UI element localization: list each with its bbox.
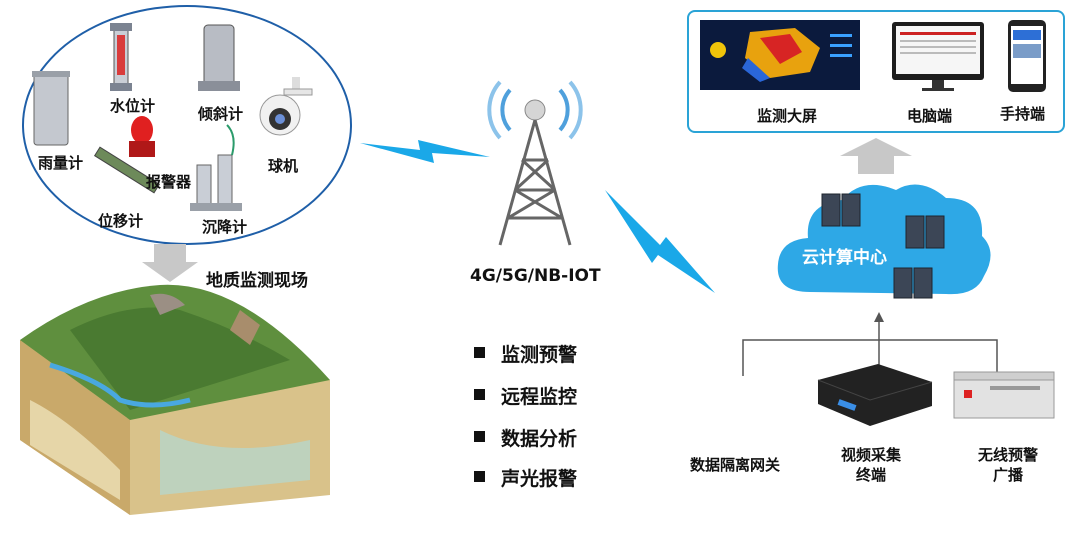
rain-gauge-icon (32, 71, 70, 146)
bullet-square-icon (474, 471, 485, 482)
site-title: 地质监测现场 (206, 271, 308, 291)
feature-text: 数据分析 (501, 428, 578, 450)
broadcast-label-line2: 广播 (992, 466, 1023, 484)
display-devices (700, 20, 1046, 92)
alarm-light-icon (129, 116, 155, 157)
handheld-label: 手持端 (1000, 105, 1046, 123)
sensor-illustrations (32, 23, 313, 211)
video-terminal-label-line2: 终端 (855, 466, 886, 484)
down-arrow-icon (142, 244, 198, 282)
feature-item: 声光报警 (474, 464, 577, 491)
displacement-sensor-icon (93, 146, 161, 194)
feature-text: 监测预警 (501, 344, 578, 366)
dome-camera-icon (259, 77, 313, 136)
water-level-gauge-icon (110, 23, 132, 91)
video-terminal-label: 视频采集 终端 (836, 445, 906, 485)
terrain-illustration (20, 284, 330, 515)
feature-text: 声光报警 (501, 468, 578, 490)
settlement-label: 沉降计 (202, 218, 248, 236)
bullet-square-icon (474, 347, 485, 358)
settlement-meter-icon (190, 124, 242, 211)
rain-gauge-label: 雨量计 (38, 154, 84, 172)
broadcast-label-line1: 无线预警 (977, 446, 1038, 464)
alarm-label: 报警器 (146, 173, 192, 191)
feature-item: 监测预警 (474, 340, 577, 367)
cloud-icon (777, 184, 991, 299)
feature-item: 远程监控 (474, 382, 577, 409)
video-terminal-label-line1: 视频采集 (840, 446, 901, 464)
big-screen-label: 监测大屏 (757, 107, 818, 125)
bullet-square-icon (474, 389, 485, 400)
water-level-label: 水位计 (110, 97, 156, 115)
broadcast-device-icon (953, 371, 1055, 419)
connector-lines (742, 312, 998, 376)
displacement-label: 位移计 (98, 212, 144, 230)
feature-item: 数据分析 (474, 424, 577, 451)
tilt-label: 倾斜计 (198, 105, 244, 123)
pc-label: 电脑端 (907, 107, 953, 125)
cloud-label: 云计算中心 (802, 248, 887, 268)
server-icon (821, 193, 945, 299)
up-arrow-icon (840, 138, 912, 174)
signal-tower-icon (487, 80, 583, 246)
network-label: 4G/5G/NB-IOT (470, 266, 601, 286)
lightning-right-icon (605, 190, 715, 293)
lightning-left-icon (360, 140, 490, 163)
dome-camera-label: 球机 (268, 157, 299, 175)
video-terminal-icon (817, 364, 933, 426)
gateway-label: 数据隔离网关 (690, 456, 781, 474)
feature-text: 远程监控 (501, 386, 578, 408)
phone-icon (1008, 20, 1046, 92)
bullet-square-icon (474, 431, 485, 442)
pc-monitor-icon (892, 22, 984, 91)
tilt-meter-icon (198, 24, 240, 91)
broadcast-label: 无线预警 广播 (968, 445, 1048, 485)
big-screen-icon (700, 20, 860, 90)
